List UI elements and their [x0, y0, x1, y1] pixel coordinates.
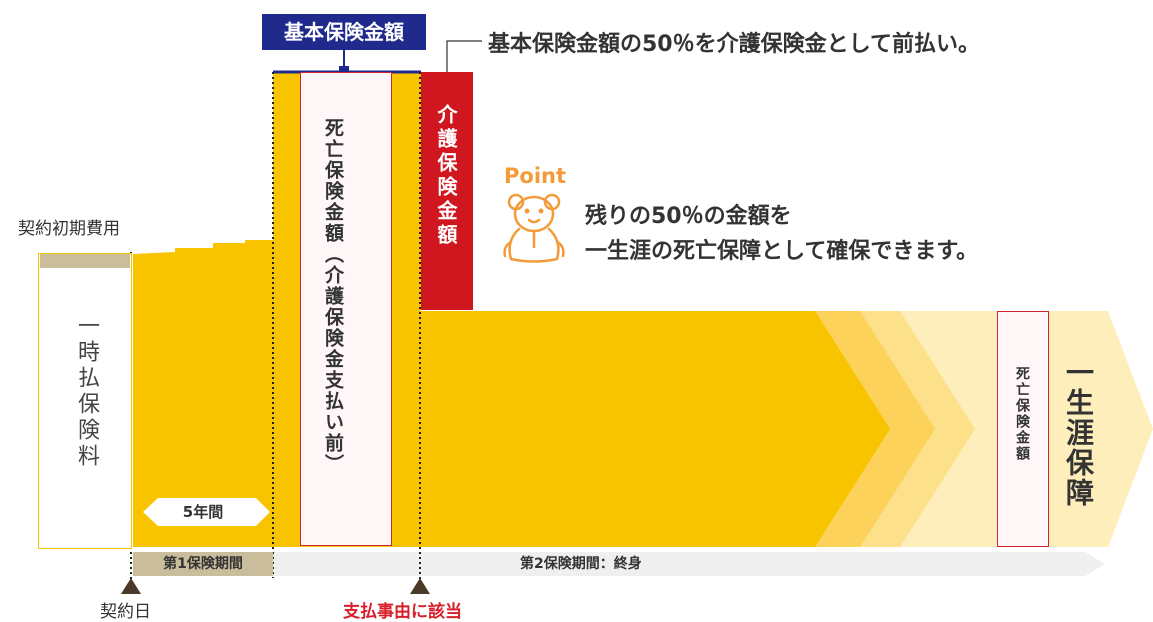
payment-event-label: 支払事由に該当: [343, 602, 462, 622]
headline: 基本保険金額の50％を介護保険金として前払い。: [488, 32, 980, 57]
care-amount-column: [421, 72, 473, 310]
point-text-line1: 残りの50％の金額を: [585, 204, 792, 229]
lifelong-death-amount-label: 死亡保険金額: [1014, 366, 1030, 462]
initial-fee-label: 契約初期費用: [18, 219, 120, 239]
bear-mascot-icon: [503, 193, 565, 263]
initial-fee-bar: [40, 254, 130, 268]
lifelong-death-amount-box: [997, 311, 1049, 547]
five-years-label: 5年間: [182, 503, 224, 521]
first-period-label: 第1保険期間: [133, 552, 273, 576]
death-benefit-box: [300, 72, 392, 546]
lump-sum-premium-box: [38, 253, 132, 549]
point-text-line2: 一生涯の死亡保障として確保できます。: [585, 239, 979, 264]
death-benefit-before-label: 死亡保険金額（介護保険金支払い前）: [322, 118, 344, 475]
lifelong-band-main: [421, 311, 890, 547]
basic-amount-label: 基本保険金額: [262, 14, 426, 50]
lifelong-coverage-label: 一生涯保障: [1062, 358, 1095, 508]
contract-day-label: 契約日: [100, 602, 151, 622]
first-period-area: [133, 240, 273, 547]
lump-sum-premium-label: 一時払保険料: [74, 314, 99, 470]
point-tag: Point: [504, 164, 567, 188]
event-marker: [410, 578, 430, 594]
contract-day-marker: [121, 578, 141, 594]
basic-amount-node: [339, 66, 349, 76]
headline-connector: [446, 40, 482, 72]
timeline-arrow: [133, 552, 1105, 576]
care-amount-label: 介護保険金額: [434, 104, 458, 248]
five-years-arrow: [143, 498, 270, 526]
second-period-label: 第2保険期間：終身: [520, 556, 642, 572]
